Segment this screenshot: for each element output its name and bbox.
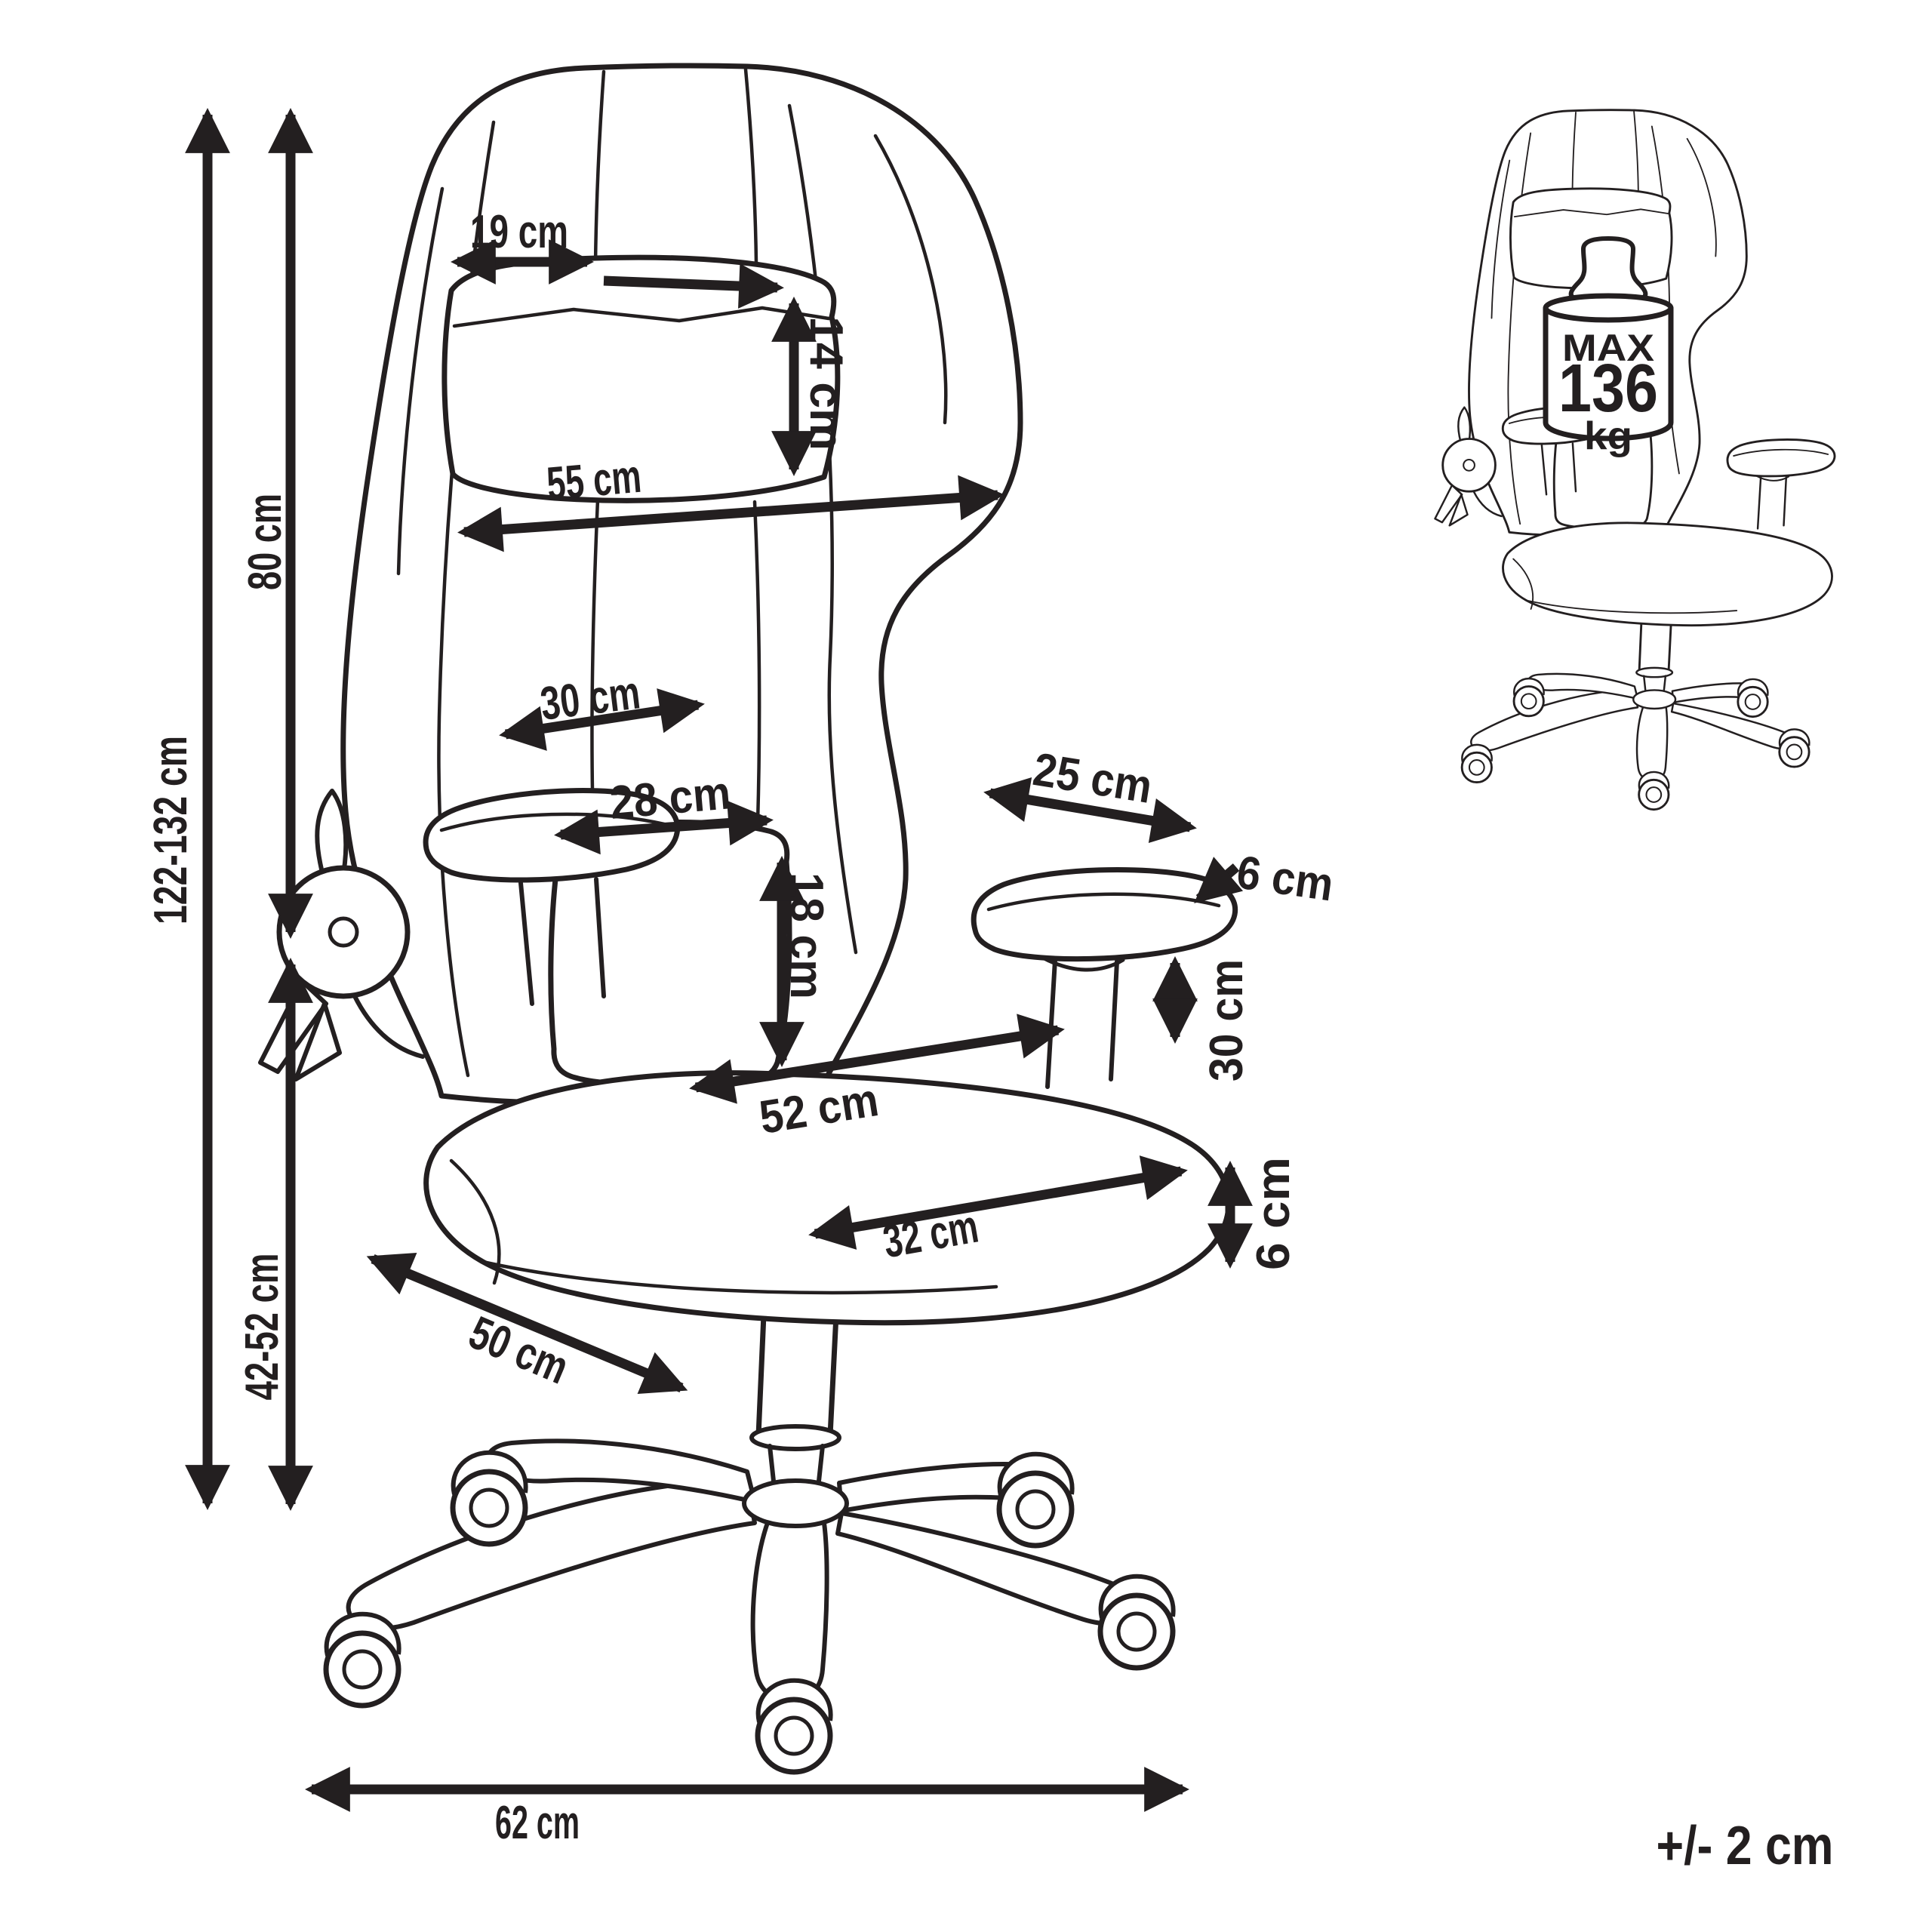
tolerance-note: +/- 2 cm xyxy=(1657,1816,1834,1876)
dim-armrest-height-adjust: 30 cm xyxy=(1152,956,1253,1081)
label-headrest-height: 14 cm xyxy=(800,316,852,451)
headrest-pillow xyxy=(441,254,841,503)
dim-seat-height: 42-52 cm xyxy=(236,958,313,1511)
label-base-width: 62 cm xyxy=(495,1797,580,1849)
weight-max-label: MAX xyxy=(1562,327,1654,369)
recline-lever xyxy=(315,789,349,878)
dimension-annotations: 122-132 cm 80 cm 42-52 cm 19 cm 14 cm 55… xyxy=(145,108,1337,1849)
weight-value-label: 136 xyxy=(1558,351,1658,426)
right-armrest-bracket xyxy=(1039,955,1125,972)
right-armrest xyxy=(971,866,1238,1089)
weight-unit-label: kg xyxy=(1584,414,1632,458)
label-lumbar-width: 28 cm xyxy=(608,767,732,829)
dim-headrest-height: 14 cm xyxy=(603,263,852,476)
label-headrest-width: 19 cm xyxy=(470,206,568,258)
backrest-seam-right xyxy=(787,103,858,955)
right-armrest-stem xyxy=(1045,958,1119,1089)
dim-backrest-width: 55 cm xyxy=(457,451,1004,552)
left-armrest-stem xyxy=(518,877,606,1006)
dim-lumbar-width: 28 cm xyxy=(554,767,774,855)
right-armrest-pad-seam xyxy=(986,892,1221,912)
backrest-wing-crease-right xyxy=(873,134,948,425)
dim-seat-cushion-thickness: 6 cm xyxy=(1208,1157,1300,1270)
base-leg-right xyxy=(835,1511,1138,1626)
label-backrest-width: 55 cm xyxy=(545,451,644,511)
label-seat-height: 42-52 cm xyxy=(236,1254,288,1401)
label-seat-cushion-thickness: 6 cm xyxy=(1247,1157,1300,1270)
mechanism-link xyxy=(352,994,425,1059)
dim-armrest-length: 25 cm xyxy=(983,743,1197,843)
small-chair-illustration xyxy=(1435,110,1835,810)
label-armrest-pad-thickness: 6 cm xyxy=(1234,846,1337,911)
weight-top xyxy=(1543,293,1674,323)
column-collar xyxy=(749,1424,841,1451)
column-upper xyxy=(755,1312,839,1438)
label-total-height: 122-132 cm xyxy=(145,736,197,924)
mechanism-hub xyxy=(328,916,359,948)
dim-backrest-height: 80 cm xyxy=(239,108,313,939)
label-backrest-height: 80 cm xyxy=(239,494,291,590)
base-hub xyxy=(742,1478,849,1528)
star-base xyxy=(326,1438,1174,1772)
chair-illustration xyxy=(258,63,1238,1772)
label-lumbar-height: 18 cm xyxy=(780,872,832,999)
weight-handle xyxy=(1568,236,1648,300)
dim-total-height: 122-132 cm xyxy=(145,108,230,1510)
dim-headrest-width: 19 cm xyxy=(451,206,594,285)
label-backrest-lower-width: 30 cm xyxy=(537,666,642,731)
backrest-wing-crease-left xyxy=(396,186,445,576)
base-leg-front xyxy=(750,1518,829,1703)
weight-body xyxy=(1543,305,1674,441)
label-armrest-height-adjust: 30 cm xyxy=(1201,959,1253,1081)
base-leg-left xyxy=(346,1478,757,1631)
dim-backrest-lower-width: 30 cm xyxy=(499,666,705,751)
weight-icon: MAX 136 kg xyxy=(1543,236,1674,458)
right-armrest-pad xyxy=(971,866,1238,962)
dim-base-width: 62 cm xyxy=(305,1767,1189,1849)
gas-lift-column xyxy=(749,1312,841,1491)
